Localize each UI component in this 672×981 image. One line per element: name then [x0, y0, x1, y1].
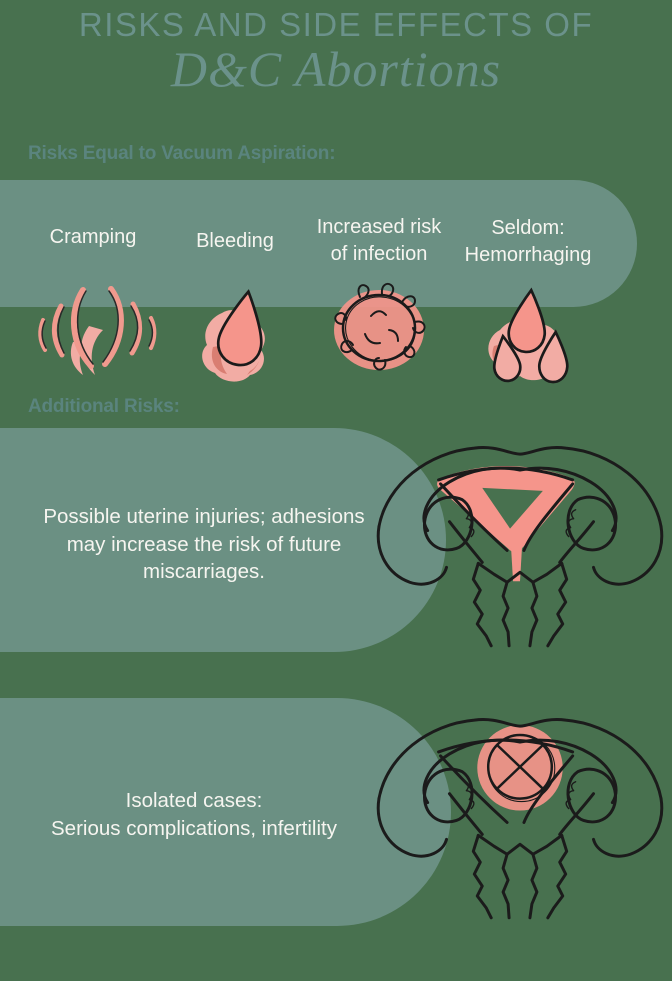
equal-risks-panel — [0, 180, 637, 307]
risk-label-infection: Increased risk of infection — [316, 216, 442, 265]
page-title: RISKS AND SIDE EFFECTS OF — [78, 6, 594, 43]
uterus-illustration — [376, 446, 664, 648]
section-heading-equal-risks: Risks Equal to Vacuum Aspiration: — [28, 143, 336, 164]
crossed-circle-icon — [486, 733, 556, 803]
page-subtitle: D&C Abortions — [170, 41, 502, 97]
section-heading-additional-risks: Additional Risks: — [28, 396, 180, 417]
germ-icon — [334, 282, 426, 371]
blood-drops-icon — [488, 287, 569, 384]
isolated-cases-panel — [0, 698, 451, 926]
uterus-crossed-circle-illustration — [376, 718, 664, 920]
risk-label-hemorrhaging: Seldom: Hemorrhaging — [464, 217, 592, 266]
cramping-icon — [38, 286, 157, 375]
risk-label-cramping: Cramping — [49, 226, 137, 248]
uterus-cavity-fill — [437, 466, 575, 582]
uterine-injuries-text: Possible uterine injuries; adhesions may… — [43, 505, 365, 583]
risk-label-bleeding: Bleeding — [196, 230, 274, 252]
uterine-injuries-panel — [0, 428, 446, 652]
isolated-cases-text: Isolated cases: Serious complications, i… — [51, 789, 337, 840]
blood-drop-icon — [202, 289, 265, 382]
